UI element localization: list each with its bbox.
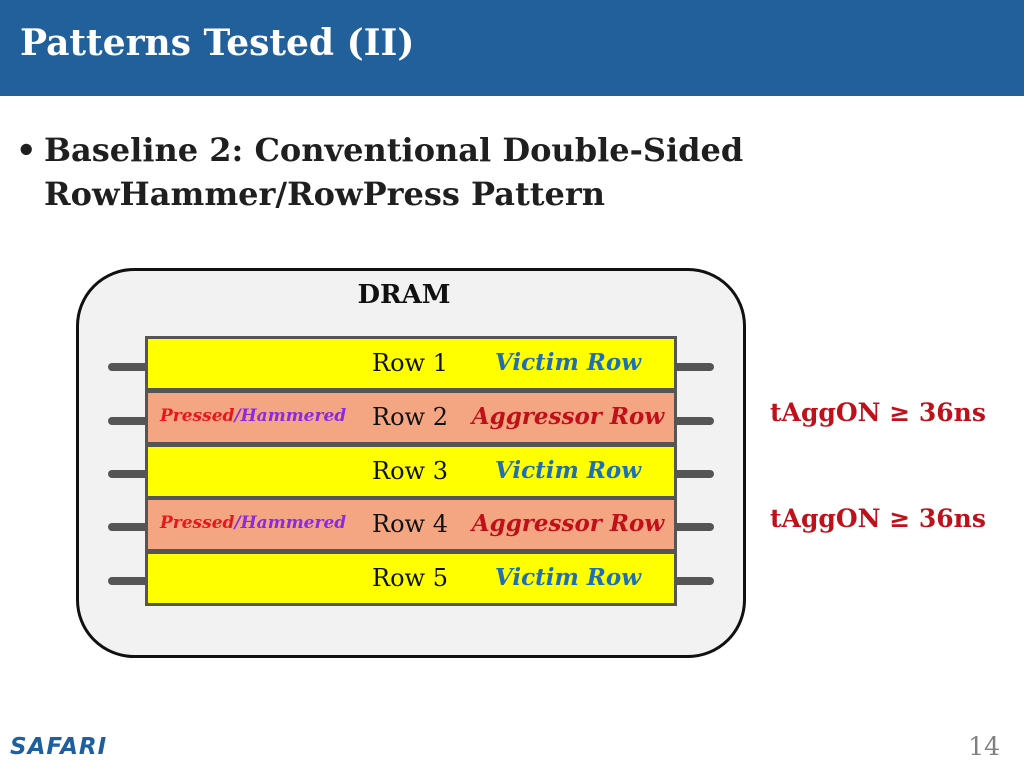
row-5-left-wire — [108, 577, 150, 585]
row-role-victim: Victim Row — [494, 564, 642, 591]
row-5-right-wire — [672, 577, 714, 585]
dram-label: DRAM — [357, 280, 451, 310]
slide-header: Patterns Tested (II) — [0, 0, 1024, 96]
bullet-point: • Baseline 2: Conventional Double-Sided … — [16, 128, 796, 216]
bullet-marker: • — [16, 131, 37, 169]
pressed-hammered-label: Pressed/Hammered — [160, 513, 346, 533]
row-2-right-wire — [672, 417, 714, 425]
timing-label-row-4: tAggON ≥ 36ns — [770, 504, 986, 533]
page-number: 14 — [968, 732, 1000, 761]
row-name: Row 2 — [372, 403, 448, 431]
row-1-left-wire — [108, 363, 150, 371]
timing-label-row-2: tAggON ≥ 36ns — [770, 398, 986, 427]
row-name: Row 5 — [372, 564, 448, 592]
row-role-victim: Victim Row — [494, 349, 642, 376]
row-4-right-wire — [672, 523, 714, 531]
dram-row-4: Pressed/Hammered Row 4 Aggressor Row — [145, 497, 677, 552]
row-4-left-wire — [108, 523, 150, 531]
pressed-text: Pressed — [160, 406, 235, 426]
dram-row-5: Row 5 Victim Row — [145, 551, 677, 606]
row-3-left-wire — [108, 470, 150, 478]
row-name: Row 4 — [372, 510, 448, 538]
row-1-right-wire — [672, 363, 714, 371]
slide-title: Patterns Tested (II) — [20, 22, 415, 64]
pressed-separator: / — [234, 513, 241, 533]
row-role-aggressor: Aggressor Row — [471, 510, 665, 537]
row-name: Row 3 — [372, 457, 448, 485]
dram-row-3: Row 3 Victim Row — [145, 444, 677, 499]
row-3-right-wire — [672, 470, 714, 478]
pressed-hammered-label: Pressed/Hammered — [160, 406, 346, 426]
row-role-aggressor: Aggressor Row — [471, 403, 665, 430]
dram-row-1: Row 1 Victim Row — [145, 336, 677, 391]
pressed-text: Pressed — [160, 513, 235, 533]
hammered-text: Hammered — [240, 406, 347, 426]
safari-logo: SAFARI — [10, 734, 108, 760]
row-role-victim: Victim Row — [494, 457, 642, 484]
row-2-left-wire — [108, 417, 150, 425]
row-name: Row 1 — [372, 349, 448, 377]
dram-row-2: Pressed/Hammered Row 2 Aggressor Row — [145, 390, 677, 445]
bullet-text: Baseline 2: Conventional Double-Sided Ro… — [44, 131, 744, 213]
hammered-text: Hammered — [240, 513, 347, 533]
pressed-separator: / — [234, 406, 241, 426]
